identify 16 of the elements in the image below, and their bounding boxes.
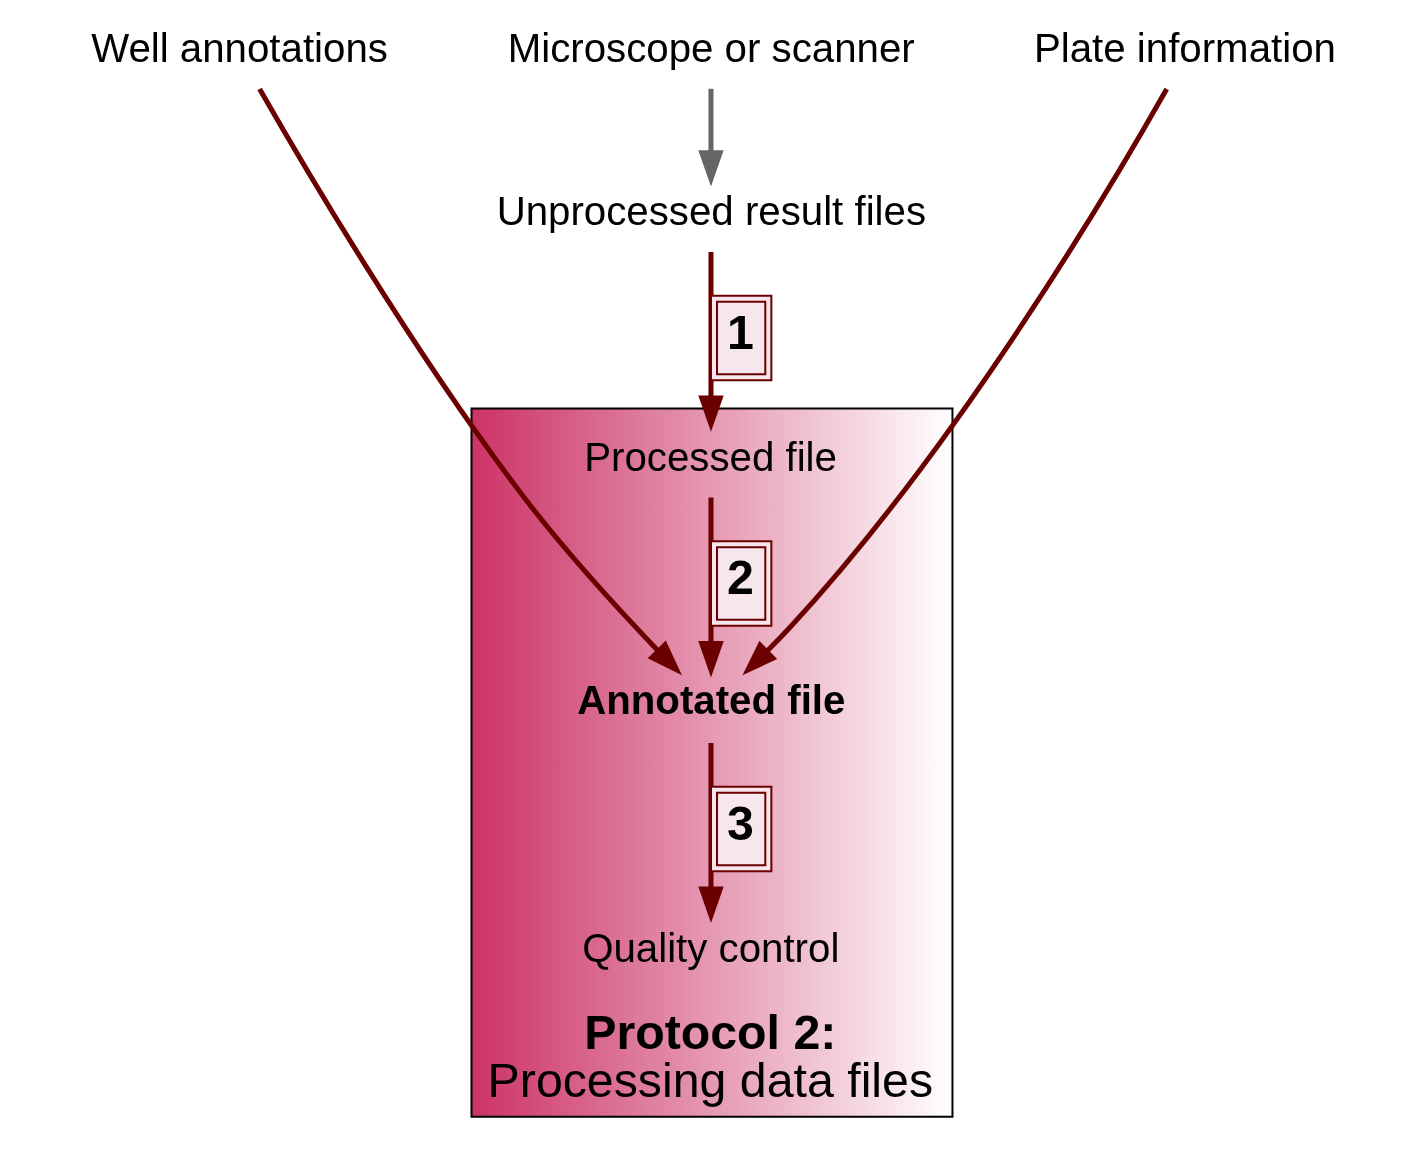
node-text: Plate information: [1033, 26, 1336, 72]
arrow: [697, 88, 724, 187]
node-text: Annotated file: [576, 678, 845, 724]
edge-label: 3: [726, 795, 754, 850]
node-text: Unprocessed result files: [496, 189, 926, 235]
arrow: [697, 742, 724, 923]
arrow: [697, 251, 724, 432]
arrow: [256, 87, 682, 676]
node-text: Quality control: [581, 925, 839, 971]
edge-label: 2: [726, 550, 754, 605]
arrow: [697, 497, 724, 678]
edge-label: 1: [726, 304, 754, 359]
arrow: [741, 87, 1169, 676]
node-text: Processed file: [583, 434, 837, 480]
node-text: Microscope or scanner: [507, 26, 915, 72]
node-text: Well annotations: [90, 26, 388, 72]
